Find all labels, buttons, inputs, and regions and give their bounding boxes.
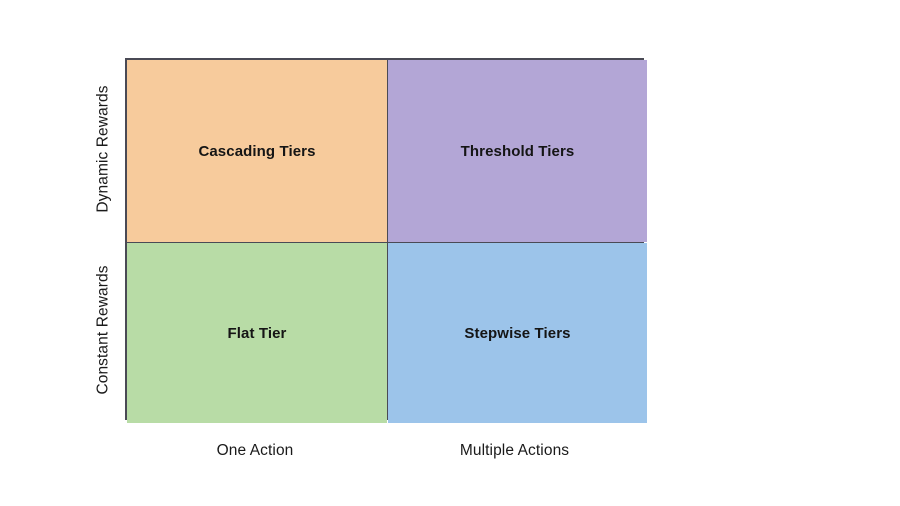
quadrant-stepwise-tiers[interactable]: Stepwise Tiers	[388, 243, 647, 423]
x-axis-cell-left: One Action	[125, 436, 385, 466]
quadrant-threshold-tiers[interactable]: Threshold Tiers	[388, 60, 647, 242]
y-axis-cell-bottom: Constant Rewards	[88, 239, 120, 420]
y-axis: Dynamic Rewards Constant Rewards	[88, 58, 120, 420]
x-axis-label-one-action: One Action	[216, 442, 294, 459]
y-axis-label-constant-rewards: Constant Rewards	[95, 264, 113, 395]
quadrant-label-stepwise-tiers: Stepwise Tiers	[464, 324, 571, 342]
quadrant-flat-tier[interactable]: Flat Tier	[127, 243, 387, 423]
quadrant-label-threshold-tiers: Threshold Tiers	[460, 142, 575, 160]
quadrant-label-cascading-tiers: Cascading Tiers	[198, 142, 316, 160]
y-axis-cell-top: Dynamic Rewards	[88, 58, 120, 239]
y-axis-label-dynamic-rewards: Dynamic Rewards	[95, 84, 113, 213]
x-axis-cell-right: Multiple Actions	[385, 436, 644, 466]
x-axis: One Action Multiple Actions	[125, 436, 644, 466]
quadrant-grid: Cascading Tiers Threshold Tiers Flat Tie…	[125, 58, 647, 423]
quadrant-label-flat-tier: Flat Tier	[227, 324, 287, 342]
quadrant-cascading-tiers[interactable]: Cascading Tiers	[127, 60, 387, 242]
x-axis-label-multiple-actions: Multiple Actions	[459, 442, 570, 459]
